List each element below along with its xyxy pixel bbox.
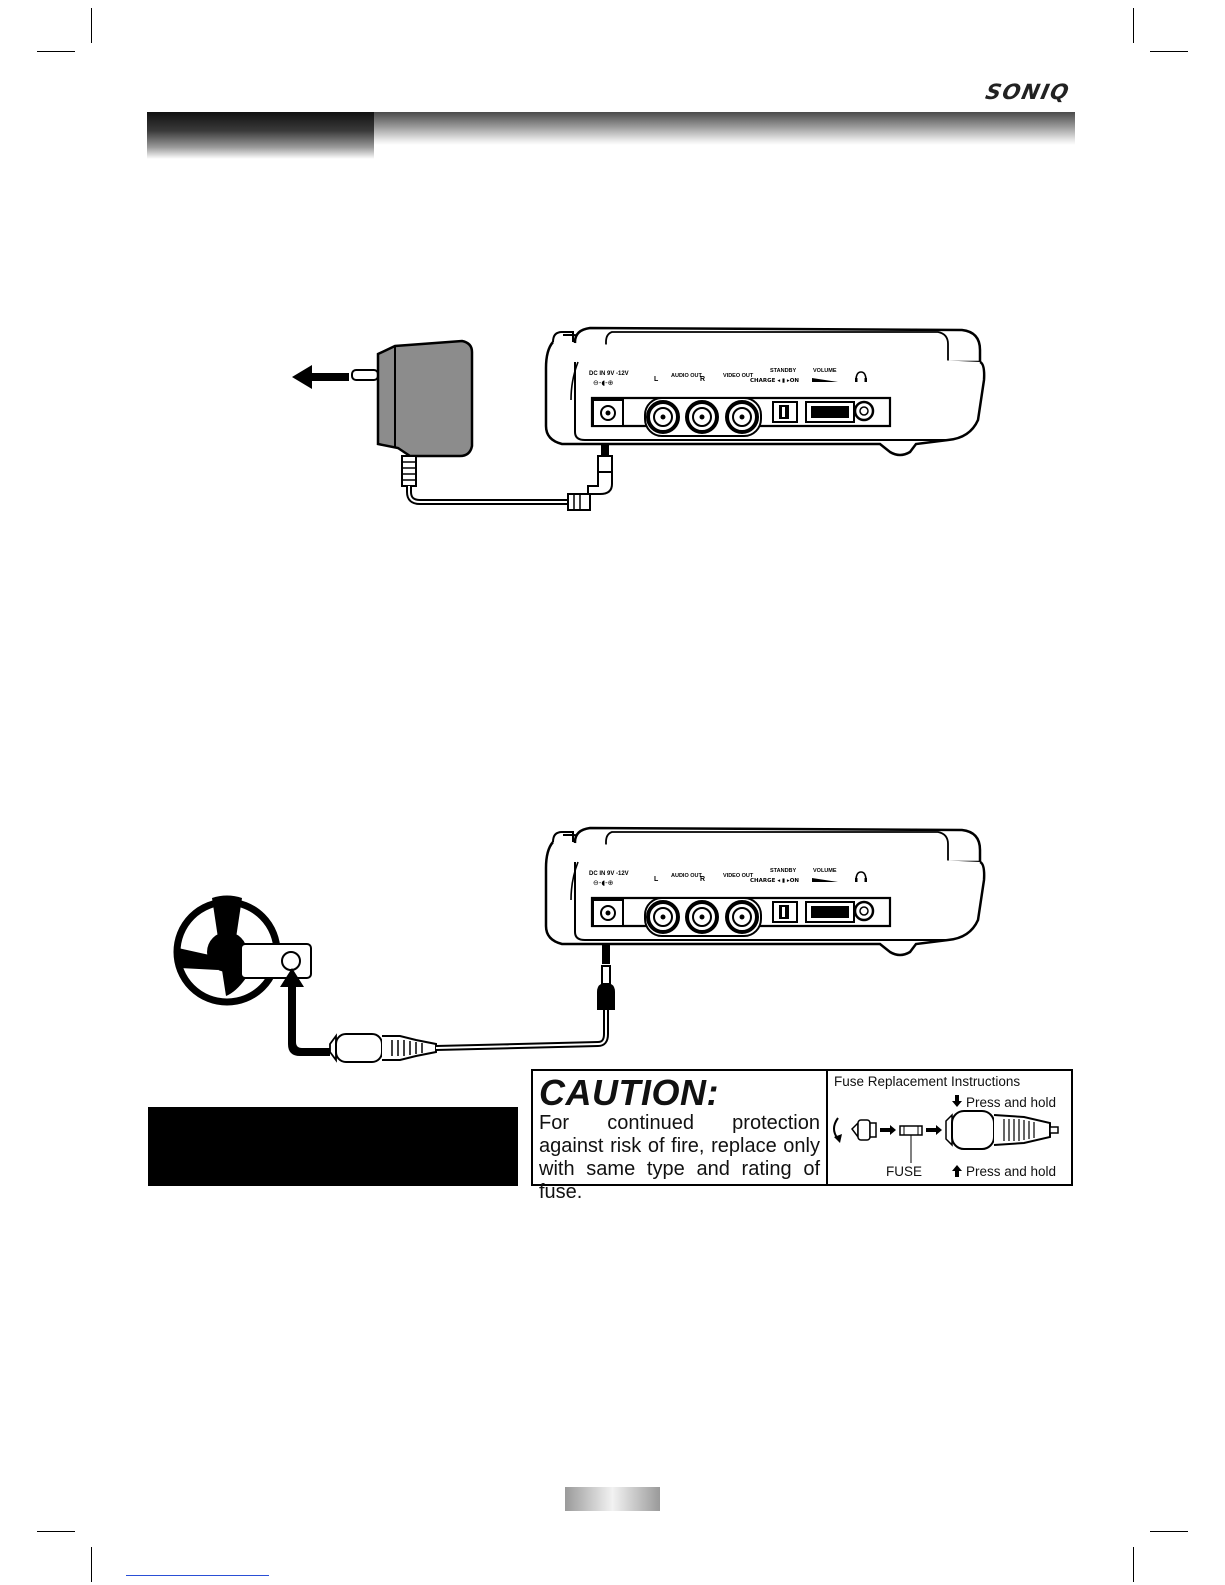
crop-mark bbox=[37, 1531, 75, 1532]
arrow-down-icon bbox=[952, 1095, 962, 1107]
headphone-icon bbox=[855, 871, 867, 882]
svg-text:R: R bbox=[700, 876, 705, 883]
headphone-icon bbox=[855, 371, 867, 382]
arrow-right-icon bbox=[880, 1125, 896, 1135]
fuse-icon bbox=[899, 1125, 923, 1136]
caution-box: CAUTION: For continued protection agains… bbox=[531, 1069, 1073, 1203]
fuse-label: FUSE bbox=[886, 1164, 923, 1179]
crop-mark bbox=[1133, 1547, 1134, 1582]
plug-prong bbox=[351, 369, 379, 381]
adapter-body bbox=[376, 339, 474, 458]
dvd-player-side: DC IN 9V -12V ⊖-◖-⊕ L AUDIO OUT R VIDEO … bbox=[544, 826, 986, 957]
press-hold-top-label: Press and hold bbox=[966, 1095, 1057, 1110]
ac-adapter-figure: DC IN 9V -12V ⊖-◖-⊕ L AUDIO OUT R VIDEO … bbox=[292, 326, 986, 511]
crop-mark bbox=[1150, 51, 1188, 52]
svg-text:DC IN 9V -12V: DC IN 9V -12V bbox=[589, 371, 629, 377]
svg-text:⊖-◖-⊕: ⊖-◖-⊕ bbox=[593, 879, 613, 887]
power-cable bbox=[406, 486, 572, 505]
fuse-instructions-title: Fuse Replacement Instructions bbox=[834, 1074, 1021, 1089]
svg-text:VIDEO OUT: VIDEO OUT bbox=[723, 873, 754, 879]
svg-text:VOLUME: VOLUME bbox=[813, 368, 837, 374]
fuse-replacement-diagram bbox=[833, 1095, 1059, 1177]
arrow-right-icon bbox=[926, 1125, 942, 1135]
crop-mark bbox=[91, 1547, 92, 1582]
dvd-player-side: DC IN 9V -12V ⊖-◖-⊕ L AUDIO OUT R VIDEO … bbox=[544, 326, 986, 457]
svg-text:AUDIO OUT: AUDIO OUT bbox=[671, 873, 703, 879]
arrow-up-icon bbox=[952, 1165, 962, 1177]
svg-text:L: L bbox=[654, 876, 659, 883]
footer-underline bbox=[126, 1575, 269, 1576]
svg-text:DC IN 9V -12V: DC IN 9V -12V bbox=[589, 871, 629, 877]
black-label-box bbox=[148, 1107, 518, 1186]
crop-mark bbox=[1133, 8, 1134, 43]
section-header-bar bbox=[374, 112, 1075, 145]
section-header-tab bbox=[147, 112, 374, 159]
svg-text:⊖-◖-⊕: ⊖-◖-⊕ bbox=[593, 379, 613, 387]
svg-text:L: L bbox=[654, 376, 659, 383]
svg-text:VOLUME: VOLUME bbox=[813, 868, 837, 874]
fuse-instructions-panel: Fuse Replacement Instructions Press and … bbox=[828, 1071, 1071, 1184]
arrow-up-icon bbox=[280, 968, 330, 1056]
car-plug bbox=[329, 1033, 437, 1063]
arrow-left-icon bbox=[292, 365, 349, 389]
svg-text:AUDIO OUT: AUDIO OUT bbox=[671, 373, 703, 379]
svg-text:STANDBY: STANDBY bbox=[770, 368, 797, 374]
power-cable bbox=[435, 1010, 609, 1051]
caution-title: CAUTION: bbox=[539, 1072, 719, 1113]
press-hold-bottom-label: Press and hold bbox=[966, 1164, 1057, 1179]
crop-mark bbox=[1150, 1531, 1188, 1532]
crop-mark bbox=[37, 51, 75, 52]
page-number-tab bbox=[565, 1487, 660, 1511]
caution-panel: CAUTION: For continued protection agains… bbox=[533, 1071, 828, 1203]
crop-mark bbox=[91, 8, 92, 43]
svg-text:STANDBY: STANDBY bbox=[770, 868, 797, 874]
svg-text:VIDEO OUT: VIDEO OUT bbox=[723, 373, 754, 379]
svg-text:R: R bbox=[700, 376, 705, 383]
svg-text:CHARGE ◂ ▮ ▸ON: CHARGE ◂ ▮ ▸ON bbox=[750, 378, 799, 384]
svg-text:CHARGE ◂ ▮ ▸ON: CHARGE ◂ ▮ ▸ON bbox=[750, 878, 799, 884]
caution-text: For continued protection against risk of… bbox=[539, 1112, 820, 1203]
car-adapter-figure: DC IN 9V -12V ⊖-◖-⊕ L AUDIO OUT R VIDEO … bbox=[173, 826, 986, 1063]
